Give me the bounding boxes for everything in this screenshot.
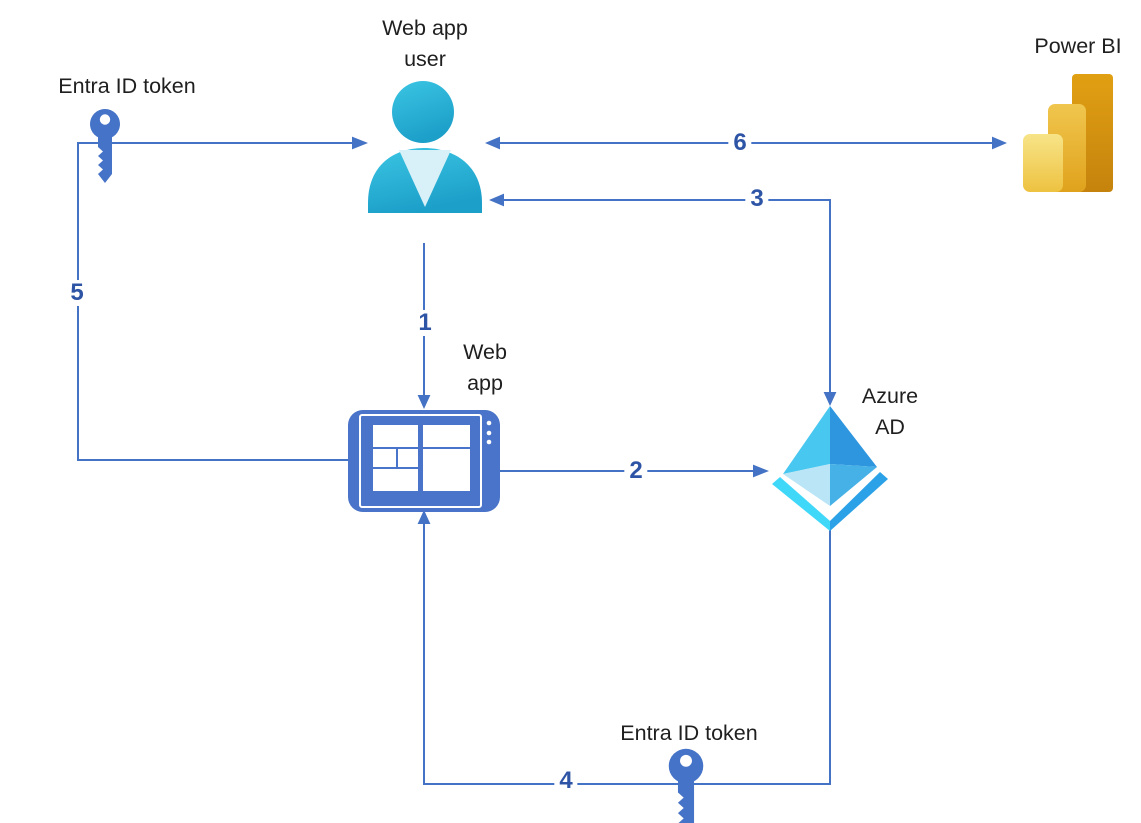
label-azure-ad: Azure AD bbox=[840, 381, 940, 443]
dashboard-tile bbox=[373, 425, 418, 447]
dashboard-tile bbox=[373, 449, 396, 467]
tablet-button-dot bbox=[486, 420, 492, 426]
step-4-label: 4 bbox=[554, 768, 578, 794]
azuread-band-right bbox=[830, 472, 888, 531]
tablet-button-dot bbox=[486, 430, 492, 436]
label-web-app: Web app bbox=[435, 337, 535, 399]
azuread-face-top-left bbox=[783, 406, 830, 474]
tablet-screen-border bbox=[359, 414, 482, 508]
step-3-label: 3 bbox=[745, 186, 769, 212]
dashboard-tile bbox=[398, 449, 418, 467]
step-2-label: 2 bbox=[624, 458, 648, 484]
label-line: Azure bbox=[861, 384, 919, 408]
powerbi-bar-short bbox=[1023, 134, 1063, 192]
arrowhead-step6-into-powerbi bbox=[992, 136, 1007, 150]
arrowhead-step6-into-user bbox=[485, 136, 500, 150]
step-6-label: 6 bbox=[728, 130, 752, 156]
arrowhead-step5-into-user bbox=[352, 136, 368, 150]
azuread-face-top-right bbox=[830, 406, 877, 467]
azure-ad-diamond-icon bbox=[772, 406, 888, 531]
label-line: user bbox=[404, 47, 446, 71]
arrowhead-step2-into-azuread bbox=[753, 464, 769, 478]
dashboard-tile bbox=[423, 425, 470, 447]
connector-step5 bbox=[77, 142, 352, 461]
azuread-face-bottom-left bbox=[783, 464, 830, 506]
arrowhead-into-azuread-top bbox=[823, 392, 837, 406]
person-icon bbox=[368, 81, 482, 213]
tablet-dashboard-tiles bbox=[373, 425, 470, 491]
label-line: app bbox=[467, 371, 503, 395]
arrowhead-step1-into-webapp bbox=[417, 395, 431, 409]
azuread-band-left bbox=[772, 477, 830, 531]
connector-arrowheads bbox=[352, 136, 1007, 524]
person-vneck bbox=[399, 150, 451, 207]
connector-step3 bbox=[504, 199, 831, 392]
azuread-face-bottom-right bbox=[830, 464, 877, 506]
tablet-button-dot bbox=[486, 439, 492, 445]
step-1-label: 1 bbox=[413, 310, 437, 336]
label-line: Web app bbox=[382, 16, 468, 40]
label-line: Web bbox=[463, 340, 507, 364]
step-5-label: 5 bbox=[65, 280, 89, 306]
tablet-buttons bbox=[486, 420, 492, 445]
label-entra-id-token-top: Entra ID token bbox=[58, 74, 196, 98]
arrowhead-step4-into-webapp bbox=[417, 510, 431, 524]
label-web-app-user: Web app user bbox=[345, 13, 505, 75]
key-icon-bottom bbox=[668, 748, 704, 823]
key-icon-top bbox=[90, 109, 120, 183]
label-power-bi: Power BI bbox=[1034, 34, 1122, 58]
label-line: AD bbox=[875, 415, 905, 439]
arrowhead-step3-into-user bbox=[489, 193, 504, 207]
power-bi-bars-icon bbox=[1023, 74, 1113, 192]
dashboard-tile bbox=[373, 469, 418, 491]
connector-step4 bbox=[423, 524, 831, 785]
person-head bbox=[392, 81, 454, 143]
dashboard-tile bbox=[423, 449, 470, 491]
tablet-dashboard-icon bbox=[348, 410, 500, 512]
label-entra-id-token-bottom: Entra ID token bbox=[620, 721, 758, 745]
